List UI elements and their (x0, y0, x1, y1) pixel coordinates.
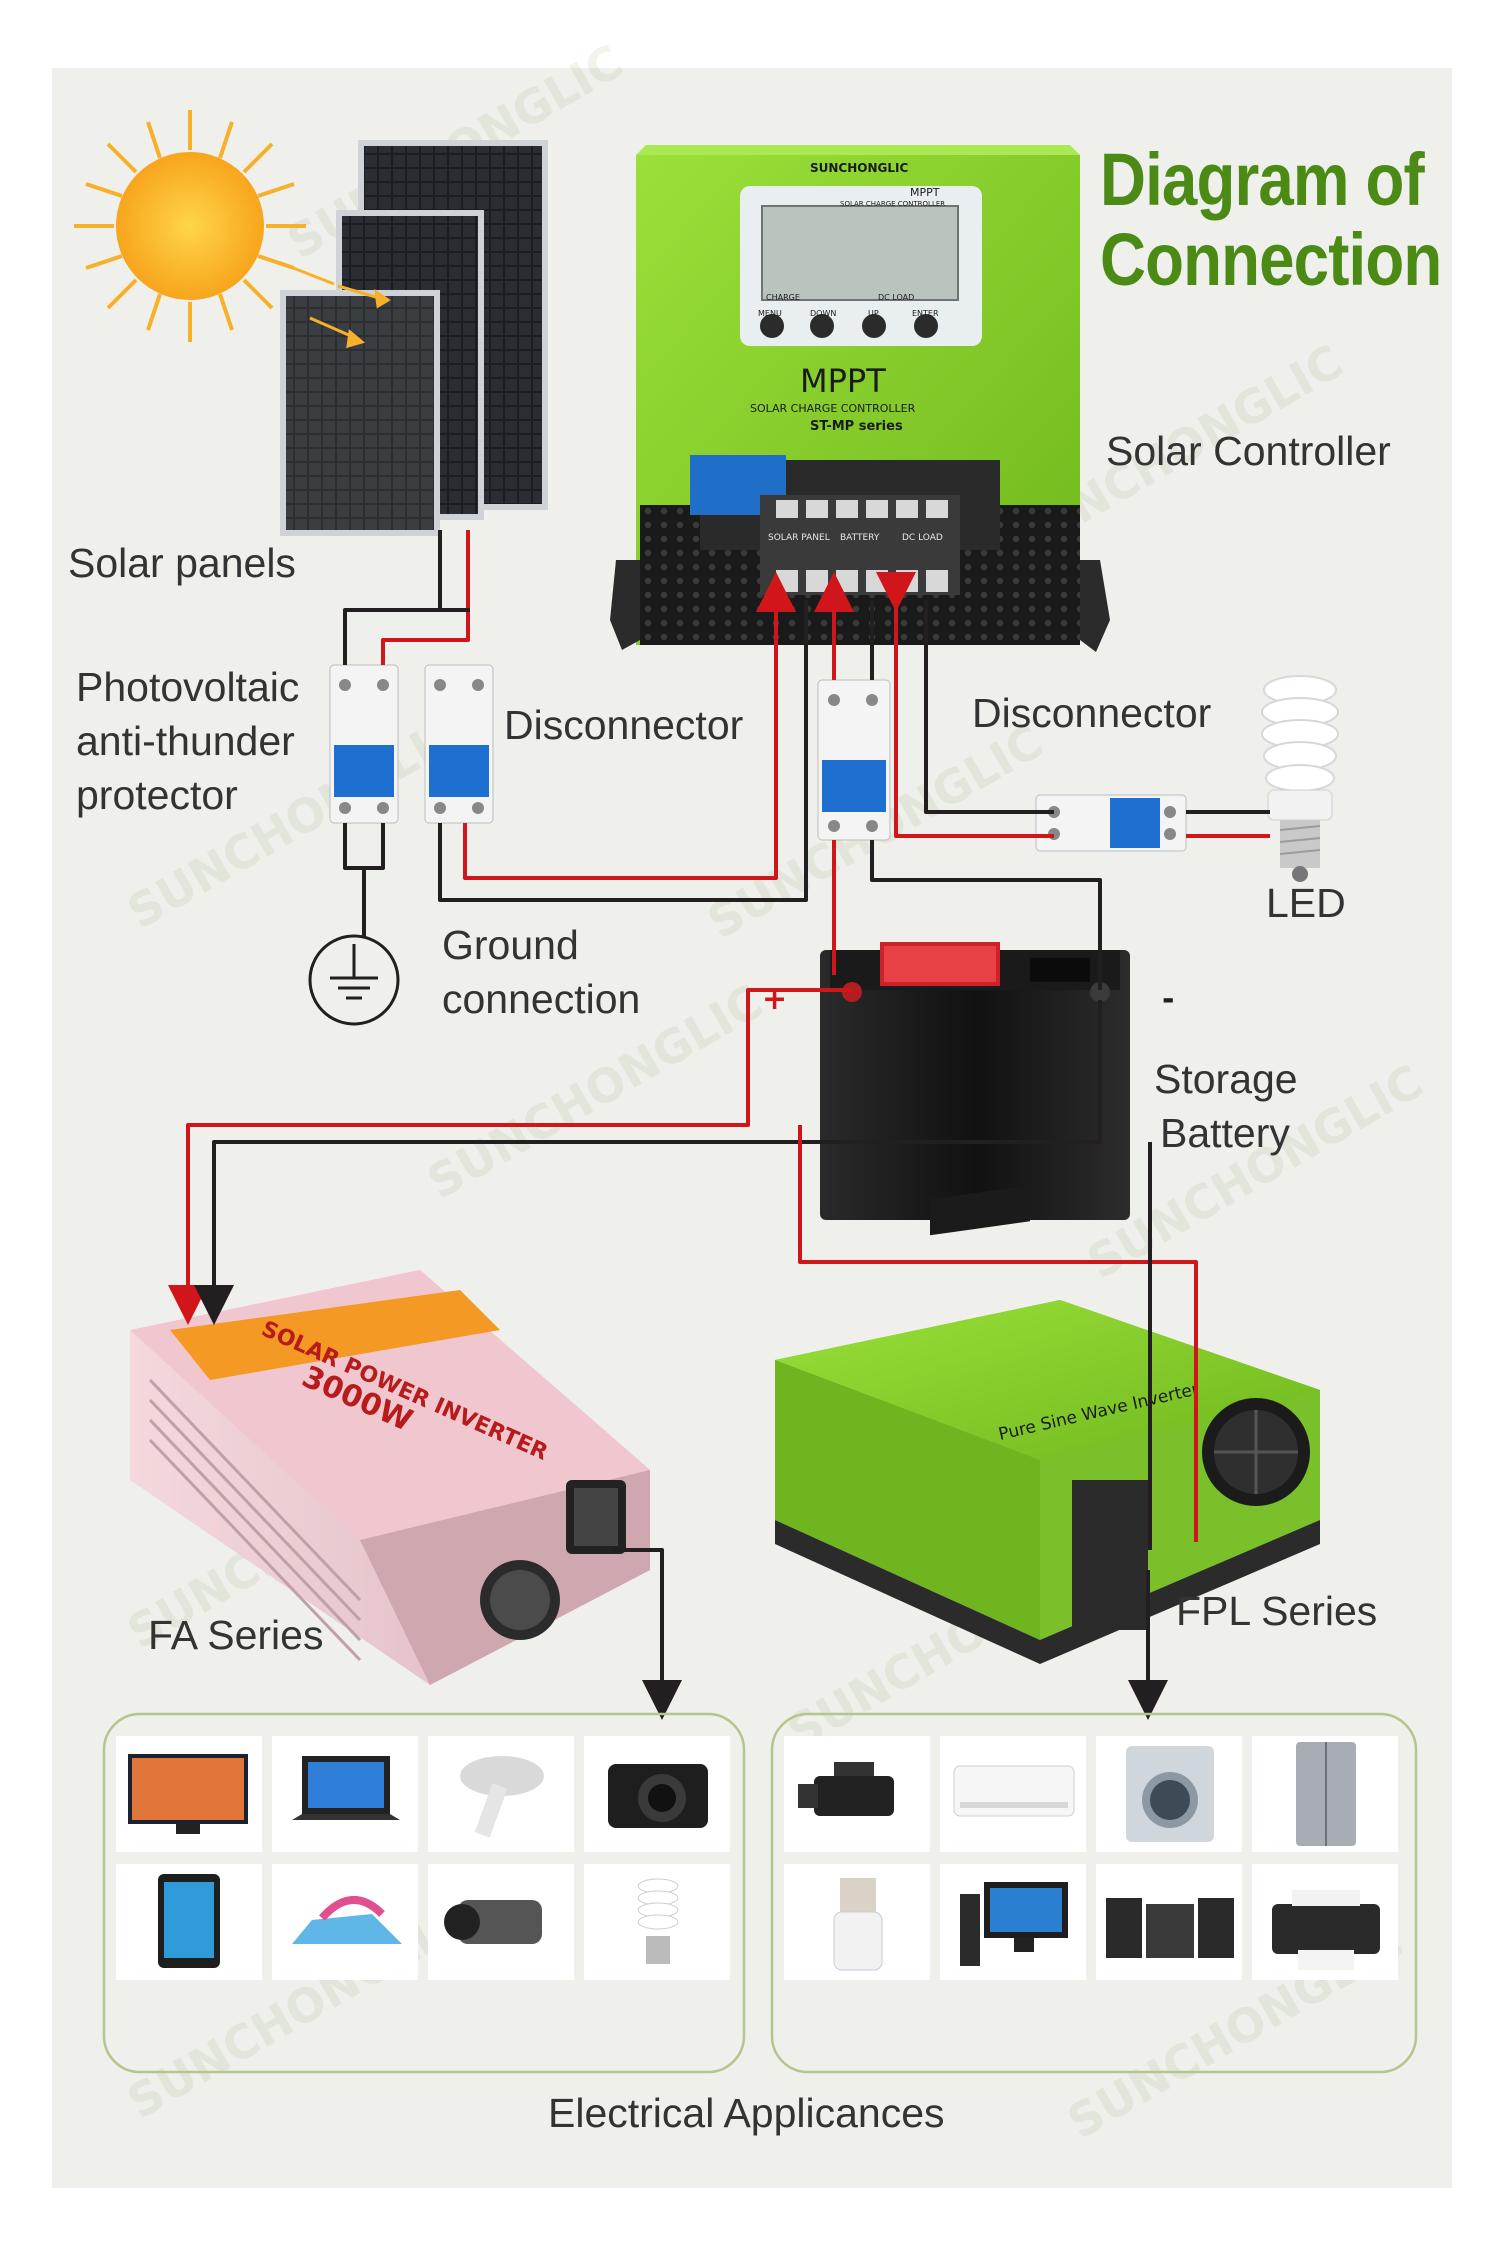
svg-text:DC LOAD: DC LOAD (902, 533, 943, 543)
washing-machine-icon (1126, 1746, 1214, 1842)
controller-labels: SUNCHONGLIC MPPT SOLAR CHARGE CONTROLLER… (750, 161, 945, 543)
solar-panels-label: Solar panels (68, 540, 296, 586)
svg-text:SOLAR PANEL: SOLAR PANEL (768, 533, 830, 543)
svg-text:ENTER: ENTER (912, 309, 939, 318)
battery-minus-label: - (1162, 982, 1175, 1017)
printer-tile (1252, 1864, 1398, 1980)
desktop-computer-tile (940, 1864, 1086, 1980)
clothes-iron-icon (292, 1895, 402, 1944)
battery-label: Storage Battery (1154, 1052, 1298, 1160)
laptop-icon (292, 1756, 400, 1820)
cfl-bulb-icon (637, 1878, 679, 1964)
ground-icon (308, 934, 400, 1026)
svg-text:SUNCHONGLIC: SUNCHONGLIC (810, 161, 908, 175)
air-conditioner-icon (953, 1765, 1075, 1817)
printer-icon (1272, 1890, 1380, 1970)
sun-icon (74, 110, 306, 342)
refrigerator-tile (1252, 1736, 1398, 1852)
pv-protector-line-2: anti-thunder (76, 718, 295, 765)
disconnector-battery (817, 679, 891, 841)
disconnector-left-label: Disconnector (504, 702, 744, 748)
disconnector-right-label: Disconnector (972, 690, 1212, 736)
disconnector-pv (424, 664, 494, 824)
pv-protector-line-3: protector (76, 772, 238, 819)
appliances-label: Electrical Applicances (548, 2090, 945, 2136)
battery-plus-label: + (762, 982, 788, 1017)
svg-text:MPPT: MPPT (800, 362, 886, 400)
svg-text:UP: UP (868, 309, 879, 318)
svg-text:SOLAR CHARGE CONTROLLER: SOLAR CHARGE CONTROLLER (840, 200, 945, 208)
camera-tile (584, 1736, 730, 1852)
svg-text:MENU: MENU (758, 309, 782, 318)
title-line-1: Diagram of (1100, 138, 1425, 221)
pv-anti-thunder-protector (329, 664, 399, 824)
svg-text:MPPT: MPPT (910, 186, 940, 199)
pv-protector-label: Photovoltaic anti-thunder protector (76, 660, 299, 822)
pv-protector-line-1: Photovoltaic (76, 664, 300, 710)
solar-controller-label: Solar Controller (1106, 428, 1391, 474)
fa-series-inverter (130, 1270, 650, 1685)
fa-series-label: FA Series (148, 1612, 324, 1658)
fa-appliances-panel (102, 1712, 746, 2074)
solar-controller (610, 145, 1110, 652)
svg-text:DC LOAD: DC LOAD (878, 293, 914, 302)
clothes-iron-tile (272, 1864, 418, 1980)
disconnector-load (1035, 794, 1187, 852)
sun-ray-arrows (277, 260, 391, 349)
wiring (168, 530, 1270, 1720)
juicer-icon (833, 1878, 883, 1971)
flat-screen-tv-tile (116, 1736, 262, 1852)
ground-line-1: Ground (442, 922, 579, 968)
fpl-series-label: FPL Series (1176, 1588, 1378, 1634)
stereo-system-tile (1096, 1864, 1242, 1980)
juicer-tile (784, 1864, 930, 1980)
desktop-computer-icon (960, 1882, 1068, 1966)
camcorder-tile (428, 1864, 574, 1980)
washing-machine-tile (1096, 1736, 1242, 1852)
led-bulb-icon (1261, 675, 1339, 882)
led-label: LED (1266, 880, 1346, 926)
svg-text:SOLAR CHARGE CONTROLLER: SOLAR CHARGE CONTROLLER (750, 402, 916, 415)
hair-dryer-tile (428, 1736, 574, 1852)
battery-line-2: Battery (1160, 1110, 1290, 1157)
laptop-tile (272, 1736, 418, 1852)
fpl-series-inverter (775, 1185, 1320, 1664)
fpl-appliances-panel (770, 1712, 1418, 2074)
svg-text:DOWN: DOWN (810, 309, 836, 318)
hair-dryer-icon (460, 1756, 544, 1838)
camcorder-icon (444, 1900, 542, 1944)
camera-icon (608, 1764, 708, 1828)
storage-battery (820, 942, 1130, 1220)
ground-line-2: connection (442, 976, 641, 1023)
stereo-system-icon (1106, 1898, 1234, 1958)
diagram-title: Diagram of Connection (1100, 138, 1442, 301)
tablet-icon (158, 1874, 220, 1968)
solar-panels (280, 140, 548, 536)
video-camera-icon (798, 1762, 894, 1816)
svg-text:ST-MP series: ST-MP series (810, 419, 903, 434)
title-line-2: Connection (1100, 218, 1442, 301)
air-conditioner-tile (940, 1736, 1086, 1852)
battery-line-1: Storage (1154, 1056, 1298, 1102)
svg-text:BATTERY: BATTERY (840, 533, 880, 543)
svg-text:CHARGE: CHARGE (766, 293, 800, 302)
video-camera-tile (784, 1736, 930, 1852)
flat-screen-tv-icon (128, 1754, 248, 1834)
refrigerator-icon (1296, 1742, 1356, 1846)
ground-label: Ground connection (442, 918, 640, 1026)
appliance-tiles (116, 1736, 1398, 1980)
cfl-bulb-tile (584, 1864, 730, 1980)
tablet-tile (116, 1864, 262, 1980)
